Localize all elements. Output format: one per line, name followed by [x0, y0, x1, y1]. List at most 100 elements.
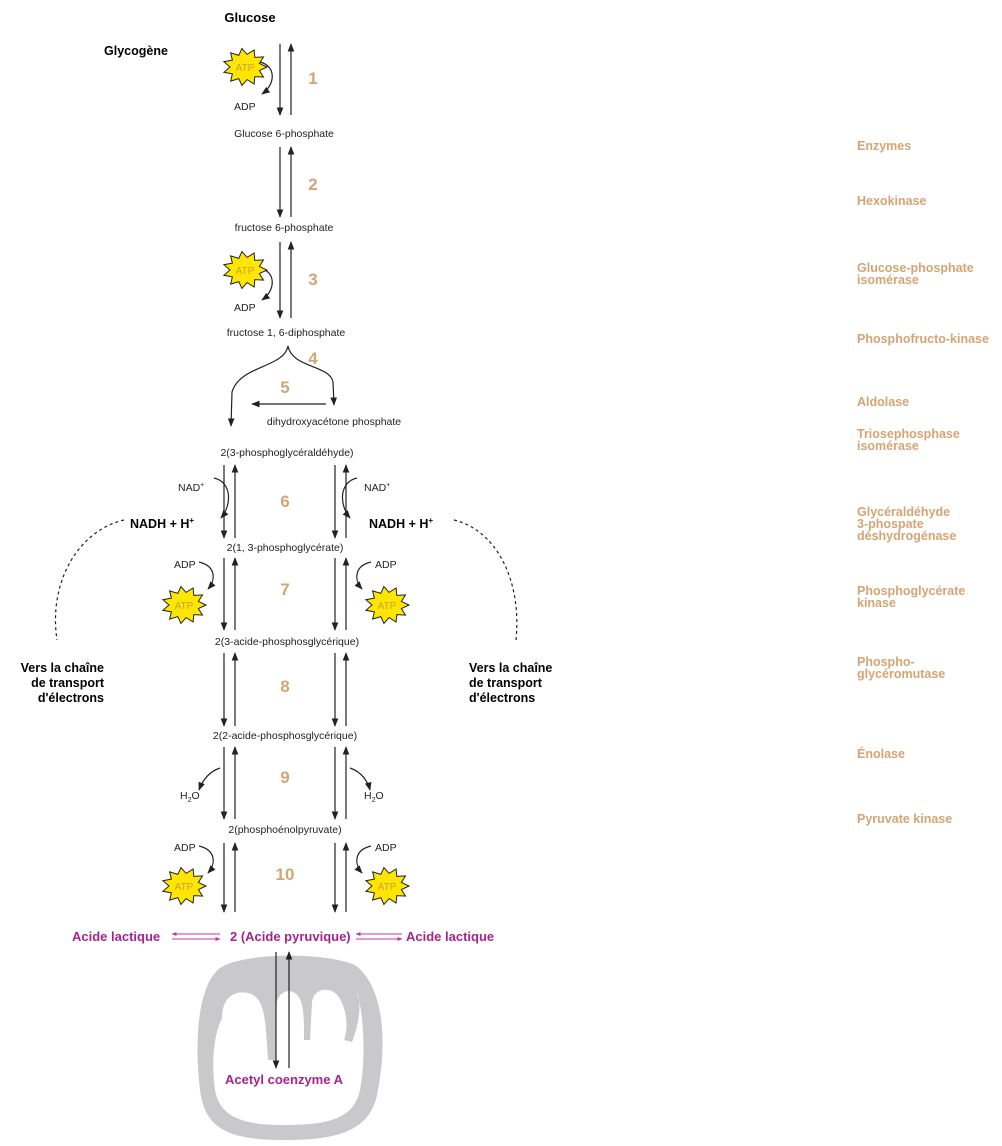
enzyme-name-line: Phosphoglycérate [857, 584, 965, 598]
lactic-acid-right: Acide lactique [406, 929, 494, 944]
atp-star-10-right-burst [364, 866, 411, 906]
svg-text:Vers la chaîne: Vers la chaîne [21, 661, 104, 675]
step6-nad-curve-left [213, 477, 229, 519]
atp-star-10-left: ATP [161, 866, 208, 906]
enzyme-name-line: isomérase [857, 273, 919, 287]
atp-star-7-left: ATP [161, 585, 208, 625]
atp-star-7-right: ATP [364, 585, 411, 625]
atp-star-1-text: ATP [236, 63, 255, 74]
enzyme-name-line: Pyruvate kinase [857, 812, 952, 826]
step6-nad-curve-right [342, 477, 358, 519]
metabolite-bpg: 2(1, 3-phosphoglycérate) [227, 542, 344, 554]
electron-chain-dash-right [453, 519, 518, 641]
atp-star-3-burst [222, 250, 269, 290]
metabolite-f16dp: fructose 1, 6-diphosphate [227, 327, 346, 339]
atp-layer: ATP ATP ATP ATP ATP ATP [161, 47, 411, 906]
acetyl-coa-label: Acetyl coenzyme A [225, 1072, 344, 1087]
step-number-2: 2 [308, 175, 317, 194]
atp-star-1: ATP [222, 47, 269, 87]
glucose-label: Glucose [224, 10, 275, 25]
step-number-9: 9 [280, 768, 289, 787]
enzyme-name-line: 3-phospate [857, 517, 924, 531]
metabolite-pga3: 2(3-acide-phosphosglycérique) [215, 636, 359, 648]
step10-atp-curve-left [198, 845, 216, 874]
atp-star-1-burst [222, 47, 269, 87]
svg-text:Vers la chaîne: Vers la chaîne [469, 661, 552, 675]
nad-label-right: NAD+ [364, 482, 390, 494]
electron-chain-label-right: Vers la chaîne de transport d'électrons [469, 661, 552, 705]
step9-water-curve-right [349, 767, 372, 791]
enzyme-name-line: Glucose-phosphate [857, 261, 974, 275]
step10-atp-curve-right [354, 845, 372, 874]
atp-star-7-right-text: ATP [378, 601, 397, 612]
step-number-6: 6 [280, 492, 289, 511]
enzyme-entry: Aldolase [857, 395, 909, 409]
metabolite-g6p: Glucose 6-phosphate [234, 128, 334, 140]
enzyme-entry: Pyruvate kinase [857, 812, 952, 826]
enzyme-name-line: déshydrogénase [857, 529, 956, 543]
adp-label-10-right: ADP [375, 842, 397, 854]
enzyme-name-line: Glycéraldéhyde [857, 505, 950, 519]
step4-split-left [227, 345, 289, 427]
step-number-1: 1 [308, 69, 317, 88]
atp-star-3-text: ATP [236, 266, 255, 277]
adp-label-10-left: ADP [174, 842, 196, 854]
enzyme-entry: Énolase [857, 746, 905, 761]
step4-split-right [287, 345, 338, 406]
enzyme-name-line: glycéromutase [857, 667, 945, 681]
svg-text:de transport: de transport [469, 676, 543, 690]
step-number-7: 7 [280, 580, 289, 599]
step7-atp-curve-left [198, 561, 216, 590]
step9-water-curve-left [198, 767, 221, 791]
nad-label-left: NAD+ [178, 482, 204, 494]
atp-star-7-right-burst [364, 585, 411, 625]
enzyme-entry: Phospho-glycéromutase [857, 655, 945, 681]
enzymes-title: Enzymes [857, 139, 911, 153]
enzyme-list: HexokinaseGlucose-phosphateisomérasePhos… [857, 194, 989, 826]
mitochondrion [197, 955, 383, 1140]
electron-chain-label-left: Vers la chaîne de transport d'électrons [21, 661, 105, 705]
atp-star-10-right: ATP [364, 866, 411, 906]
atp-star-10-left-text: ATP [175, 882, 194, 893]
metabolite-dhap: dihydroxyacétone phosphate [267, 416, 401, 428]
step-number-4: 4 [308, 349, 318, 368]
step-number-5: 5 [280, 378, 289, 397]
electron-chain-dash-left [55, 519, 125, 641]
metabolite-g3p: 2(3-phosphoglycéraldéhyde) [220, 447, 353, 459]
svg-text:de transport: de transport [31, 676, 105, 690]
step-number-3: 3 [308, 270, 317, 289]
glycogen-label: Glycogène [104, 44, 168, 58]
atp-star-7-left-text: ATP [175, 601, 194, 612]
atp-star-3: ATP [222, 250, 269, 290]
enzyme-name-line: Triosephosphase [857, 427, 960, 441]
step-number-10: 10 [276, 865, 295, 884]
water-label-left: H2O [180, 790, 200, 804]
svg-text:d'électrons: d'électrons [469, 691, 535, 705]
adp-label-7-right: ADP [375, 559, 397, 571]
water-label-right: H2O [364, 790, 384, 804]
adp-label-7-left: ADP [174, 559, 196, 571]
enzyme-name-line: isomérase [857, 439, 919, 453]
atp-star-10-right-text: ATP [378, 882, 397, 893]
atp-star-10-left-burst [161, 866, 208, 906]
step7-atp-curve-right [354, 561, 372, 590]
adp-label-3: ADP [234, 302, 256, 314]
enzyme-name-line: Aldolase [857, 395, 909, 409]
nadh-label-right: NADH + H+ [369, 516, 433, 531]
enzyme-name-line: Phosphofructo-kinase [857, 332, 989, 346]
atp-star-7-left-burst [161, 585, 208, 625]
enzyme-name-line: Hexokinase [857, 194, 927, 208]
metabolite-pep: 2(phosphoénolpyruvate) [228, 824, 341, 836]
step1-atp-curve [259, 61, 273, 95]
arrows-layer [55, 43, 518, 1069]
enzyme-name-line: Phospho- [857, 655, 915, 669]
enzyme-name-line: kinase [857, 596, 896, 610]
svg-text:d'électrons: d'électrons [38, 691, 104, 705]
pyruvate-label: 2 (Acide pyruvique) [230, 929, 351, 944]
enzyme-entry: Hexokinase [857, 194, 927, 208]
metabolite-f6p: fructose 6-phosphate [235, 222, 334, 234]
